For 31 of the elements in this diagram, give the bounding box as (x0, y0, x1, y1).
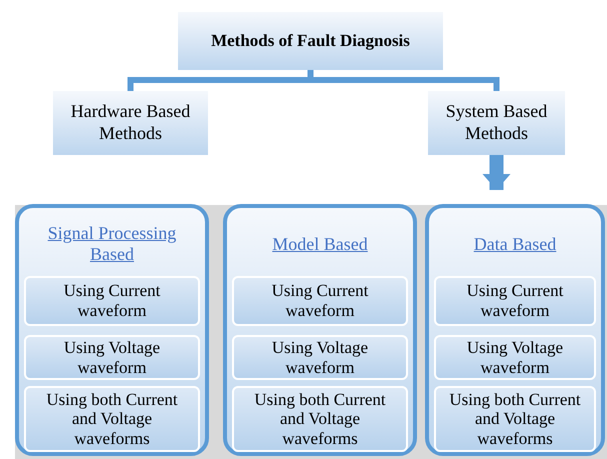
category-text: Hardware Based Methods (70, 101, 192, 145)
category-box (53, 91, 208, 155)
category-text: System Based Methods (444, 101, 548, 145)
technique-box (24, 276, 200, 326)
technique-box (434, 335, 596, 380)
panel-heading: Model Based (271, 232, 369, 256)
technique-box (232, 386, 408, 452)
category-box (428, 91, 565, 155)
title-box (178, 12, 443, 70)
technique-box (232, 335, 408, 380)
technique-box (434, 386, 596, 452)
panel-heading: Data Based (472, 232, 558, 256)
technique-text: Using both Current and Voltage waveforms (45, 390, 179, 448)
technique-text: Using Voltage waveform (62, 338, 162, 378)
title-text: Methods of Fault Diagnosis (211, 31, 410, 51)
method-panel (15, 204, 209, 456)
technique-text: Using Current waveform (62, 281, 162, 321)
technique-text: Using Voltage waveform (270, 338, 370, 378)
technique-box (232, 276, 408, 326)
technique-box (24, 335, 200, 380)
method-panel (425, 204, 605, 456)
technique-text: Using Voltage waveform (466, 338, 564, 378)
technique-text: Using Current waveform (270, 281, 370, 321)
technique-text: Using both Current and Voltage waveforms (448, 390, 582, 448)
panel-heading: Signal Processing Based (46, 222, 178, 266)
technique-box (24, 386, 200, 452)
method-panel (223, 204, 417, 456)
technique-text: Using both Current and Voltage waveforms (253, 390, 387, 448)
technique-box (434, 276, 596, 326)
technique-text: Using Current waveform (466, 281, 564, 321)
block-arrow (482, 155, 510, 190)
